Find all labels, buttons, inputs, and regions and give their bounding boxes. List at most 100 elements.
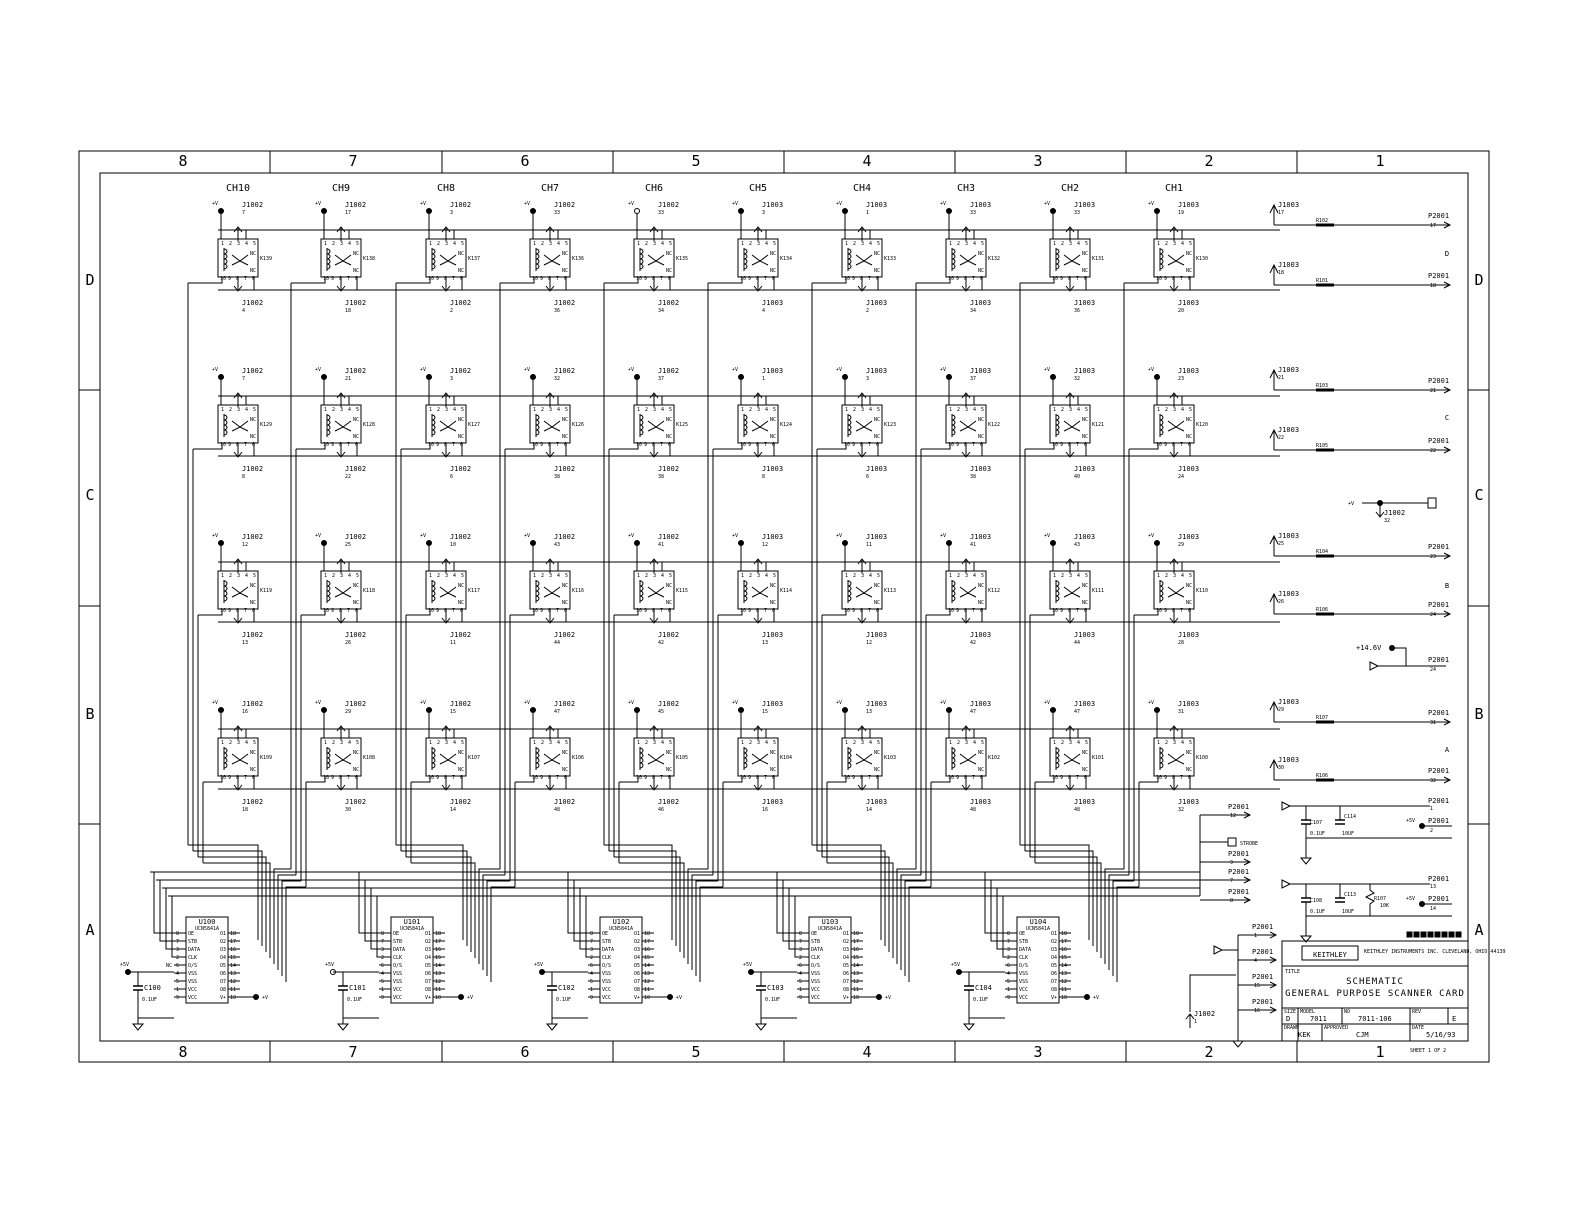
supply-dot	[218, 374, 224, 380]
p2001-pin: 18	[1430, 283, 1436, 289]
connector-arrow-top	[233, 558, 243, 565]
coil-drive-wire	[708, 277, 743, 284]
relay-nc-label: NC	[250, 583, 256, 589]
connector-arrow-top	[649, 558, 659, 565]
connector-ref-top: J1003	[762, 201, 783, 209]
relay-pin-number: 10	[1052, 608, 1058, 614]
ic-pin-name: VCC	[1019, 995, 1028, 1001]
relay-contact	[1167, 420, 1185, 428]
plus-v-label: +V	[315, 700, 321, 706]
relay-pin-number: 7	[1180, 442, 1183, 448]
connector-ref-bottom: J1002	[658, 299, 679, 307]
relay-nc-label: NC	[770, 268, 776, 274]
relay-pin-number: 9	[956, 608, 959, 614]
p2001-pin: 15	[1254, 983, 1260, 989]
relay-contact	[543, 592, 561, 598]
ic-pin-name: CLK	[811, 955, 820, 961]
connector-arrow-bottom	[961, 285, 971, 292]
ic-pin-number: 2	[1007, 955, 1010, 961]
resistor-ref: R107	[1316, 715, 1328, 721]
relay-ref: K103	[884, 755, 896, 761]
connector-pin-bottom: 11	[450, 640, 456, 646]
relay-contact	[959, 426, 977, 432]
relay-contact	[959, 586, 977, 594]
relay-ref: K137	[468, 256, 480, 262]
ic-pin-number: 5	[176, 979, 179, 985]
p2001-pin: 22	[1430, 448, 1436, 454]
ic-pin-name: O1	[634, 931, 640, 937]
zone-label-top: 2	[1204, 152, 1213, 170]
ic-pin-name: O8	[220, 987, 226, 993]
relay-pin-number: 3	[757, 740, 760, 746]
supply-dot	[738, 374, 744, 380]
ic-pin-number: 1	[799, 987, 802, 993]
coil-drive-wire	[691, 874, 713, 970]
p2001-ref: P2001	[1428, 797, 1449, 805]
relay-pin-number: 3	[549, 407, 552, 413]
approved-caption: APPROVED	[1324, 1025, 1348, 1031]
plus-v-label: +V	[212, 201, 218, 207]
ic-pin-name: O3	[1051, 947, 1057, 953]
relay-pin-number: 4	[661, 241, 664, 247]
j1003-pin: 25	[1278, 541, 1284, 547]
coil-drive-wire	[908, 886, 931, 982]
relay-pin-number: 4	[453, 241, 456, 247]
connector-ref-bottom: J1003	[970, 299, 991, 307]
coil-drive-wire	[931, 776, 951, 783]
relay-pin-number: 3	[1069, 241, 1072, 247]
supply-dot	[530, 208, 536, 214]
relay-pin-number: 10	[428, 775, 434, 781]
connector-arrow-bottom	[649, 451, 659, 458]
connector-ref-top: J1003	[1074, 700, 1095, 708]
connector-arrow-top	[1065, 725, 1075, 732]
relay-contact	[1063, 592, 1081, 598]
plus-v-label: +V	[732, 201, 738, 207]
channel-label: CH5	[749, 183, 767, 194]
zone-label-left: A	[85, 921, 94, 939]
p2001-ref: P2001	[1252, 998, 1273, 1006]
ic-pin-name: O3	[843, 947, 849, 953]
plus-v-label: +V	[420, 201, 426, 207]
relay-nc-label: NC	[1186, 600, 1192, 606]
relay-pin-number: 10	[532, 276, 538, 282]
connector-arrow-top	[1169, 725, 1179, 732]
connector-arrow-top	[753, 558, 763, 565]
connector-ref-bottom: J1003	[866, 798, 887, 806]
relay-pin-number: 9	[436, 276, 439, 282]
supply-dot	[1050, 540, 1056, 546]
relay-ref: K130	[1196, 256, 1208, 262]
relay-contact	[1167, 260, 1185, 266]
relay-pin-number: 5	[669, 241, 672, 247]
ic-body	[1016, 916, 1060, 1004]
ic-pin-name: O5	[1051, 963, 1057, 969]
connector-ref-bottom: J1002	[345, 798, 366, 806]
ic-pin-number: 5	[799, 979, 802, 985]
p2001-pin: 4	[1254, 958, 1257, 964]
relay-pin-number: 1	[949, 241, 952, 247]
connector-pin-top: 41	[658, 542, 664, 548]
zone-label-right: C	[1474, 486, 1483, 504]
p2001-ref: P2001	[1252, 948, 1273, 956]
relay-K104: +VJ10031512345NCNC109876K104J100316	[723, 700, 792, 813]
connector-pin-bottom: 44	[1074, 640, 1080, 646]
connector-ref-bottom: J1002	[450, 465, 471, 473]
relay-pin-number: 7	[764, 608, 767, 614]
relay-nc-label: NC	[874, 268, 880, 274]
ic-pin-name: O/S	[602, 963, 611, 969]
relay-pin-number: 2	[1061, 573, 1064, 579]
ground-symbol	[1299, 935, 1313, 943]
relay-pin-number: 1	[845, 573, 848, 579]
relay-pin-number: 2	[1061, 241, 1064, 247]
connector-ref-top: J1002	[345, 367, 366, 375]
relay-contact	[543, 426, 561, 432]
relay-pin-number: 10	[1156, 442, 1162, 448]
j1003-pin: 29	[1278, 707, 1284, 713]
relay-K106: +VJ10024712345NCNC109876K106J100248	[515, 700, 584, 813]
relay-ref: K105	[676, 755, 688, 761]
relay-nc-label: NC	[250, 434, 256, 440]
ic-pin-name: V+	[220, 995, 226, 1001]
coil-drive-wire	[827, 776, 847, 783]
ic-pin-number: 16	[644, 947, 650, 953]
relay-contact	[439, 586, 457, 594]
relay-pin-number: 2	[853, 740, 856, 746]
